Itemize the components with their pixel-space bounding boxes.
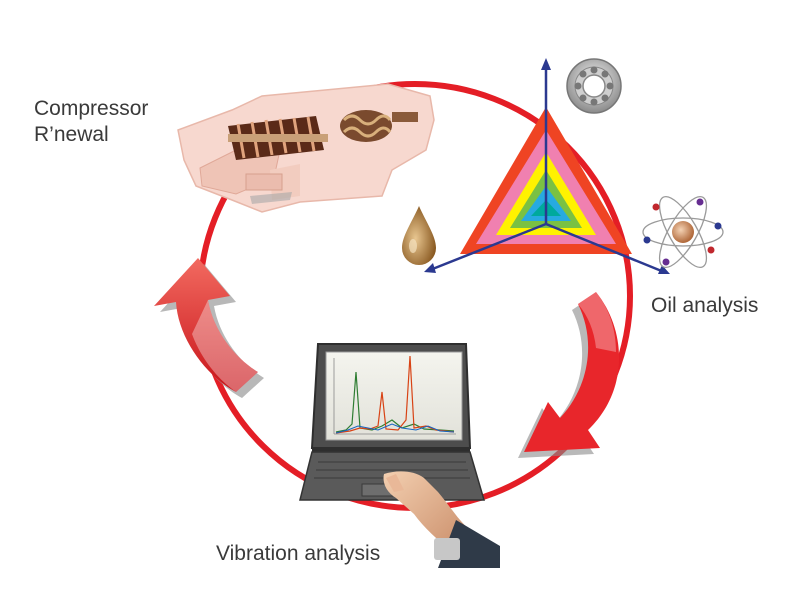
- compressor-label-line2: R’newal: [34, 123, 109, 146]
- oil-analysis-label: Oil analysis: [651, 294, 759, 317]
- hand: [383, 471, 500, 568]
- atom-icon: [642, 196, 724, 268]
- vibration-analysis-label: Vibration analysis: [216, 542, 381, 565]
- left-cycle-arrow: [154, 258, 264, 398]
- right-cycle-arrow: [518, 292, 620, 458]
- bearing-icon: [566, 58, 622, 114]
- compressor-cutaway: [177, 83, 435, 213]
- oil-drop-icon: [402, 206, 436, 265]
- spectrum-plot: [333, 355, 456, 435]
- oil-analysis-triangle: [424, 58, 670, 274]
- compressor-label-line1: Compressor: [34, 97, 149, 120]
- compressor-renewal-label: Compressor R’newal: [34, 96, 148, 148]
